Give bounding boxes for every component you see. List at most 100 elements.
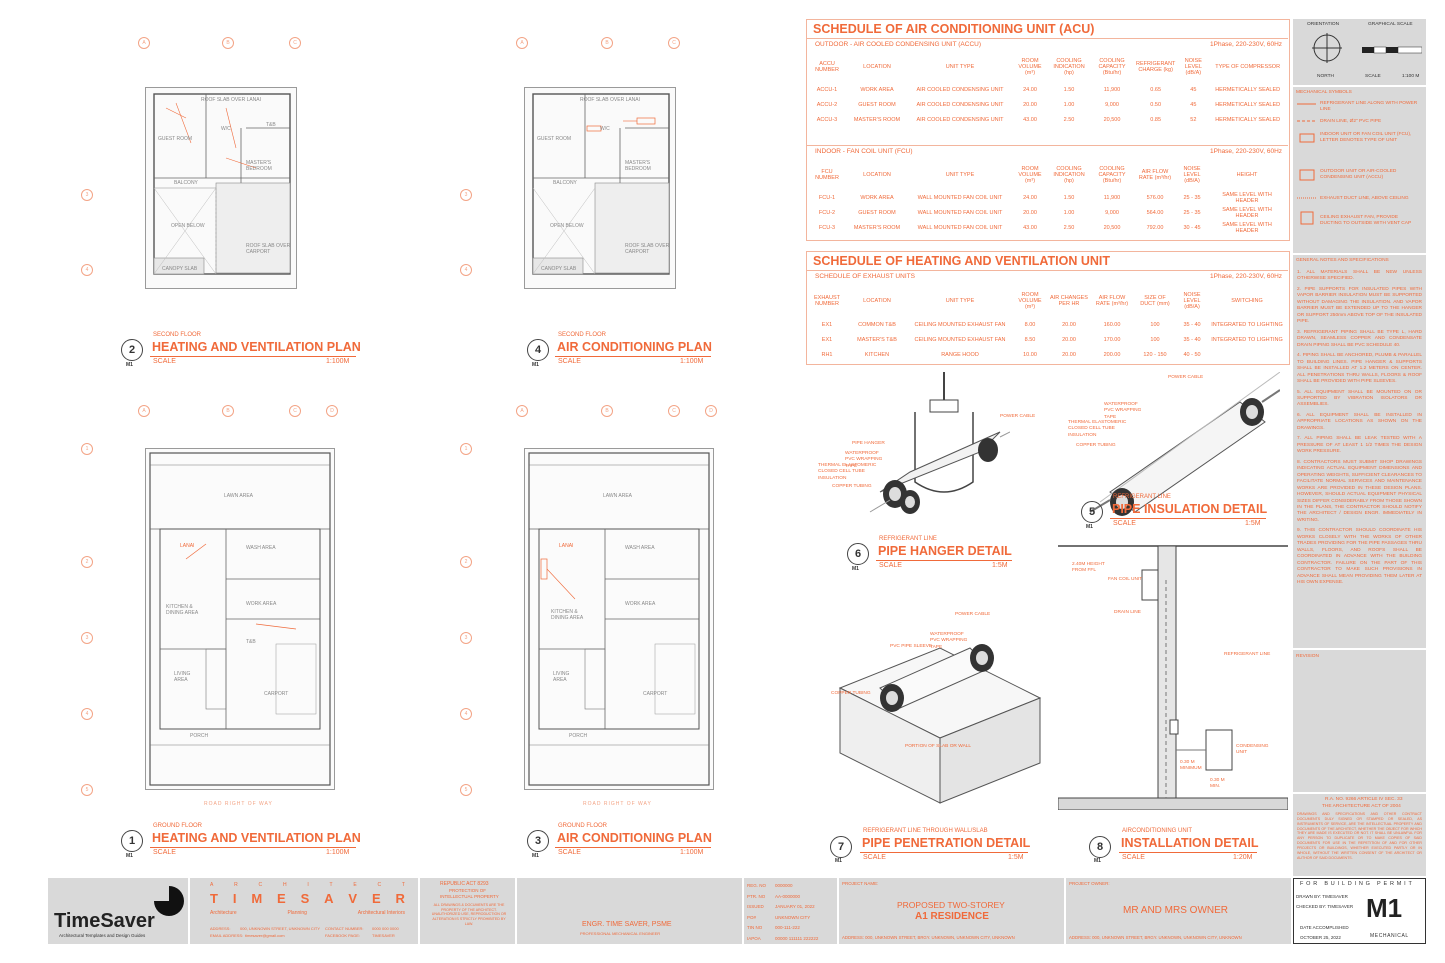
room-label: CANOPY SLAB [541,266,577,272]
cell: 200.00 [1103,351,1121,358]
cell: WALL MOUNTED FAN COIL UNIT [917,194,1003,201]
drawn-by: DRAWN BY: TIMESAVER [1296,894,1348,899]
letter: E [371,891,381,906]
logo-mark-icon [154,886,184,916]
cell: GUEST ROOM [858,209,896,216]
cell: 160.00 [1103,321,1121,328]
letter: R [234,882,238,888]
cell: 170.00 [1103,336,1121,343]
discipline: Planning [287,910,307,916]
discipline: Architecture [210,910,237,916]
grid-bubble: D [326,405,338,417]
note-item: 1. ALL MATERIALS SHALL BE NEW UNLESS OTH… [1297,270,1422,282]
cell: 9,000 [1105,101,1119,108]
room-label: WASH AREA [625,545,655,551]
sheet-ref: M1 [1094,858,1101,864]
grid-bubble: 2 [81,556,93,568]
cell: AIR COOLED CONDENSING UNIT [916,116,1004,123]
grid-bubble: 4 [460,264,472,276]
sheet-ref: M1 [835,858,842,864]
cell: 20,500 [1103,224,1121,231]
cell: 20.00 [1023,101,1037,108]
callout: PIPE HANGER [852,441,885,446]
cell: 52 [1190,116,1197,123]
col-header: NOISE LEVEL (dB/A) [1184,58,1202,76]
owner-cell [1066,878,1291,944]
drawing-title: HEATING AND VENTILATION PLAN [152,831,361,845]
cell: 24.00 [1023,86,1037,93]
cell: 20.00 [1062,351,1076,358]
scale-value: 1:5M [1008,854,1024,861]
drawing-subtitle: AIRCONDITIONING UNIT [1122,828,1192,834]
letter: V [348,891,358,906]
room-label: LANAI [559,543,574,549]
cell: 8.00 [1024,321,1036,328]
scale-label: SCALE [153,358,176,365]
col-header: FCU NUMBER [815,169,839,181]
callout: 0.30 M MIN. [1210,778,1225,790]
letter: R [395,891,405,906]
room-label: KITCHEN & DINING AREA [551,609,584,621]
cell: 0.65 [1150,86,1162,93]
cell: 10.00 [1023,351,1037,358]
revision-panel [1293,650,1426,792]
letter: A [324,891,334,906]
cell: COMMON T&B [858,321,896,328]
drawing-title: AIR CONDITIONING PLAN [557,831,712,845]
room-label: GUEST ROOM [537,136,572,142]
indoor-power: 1Phase, 220-230V, 60Hz [1210,148,1283,155]
floor-plan-drawing [146,449,334,789]
scale-label: SCALE [153,849,176,856]
cell: 1.00 [1063,209,1075,216]
letter: E [353,882,357,888]
graphic-scale-bar [1362,46,1422,54]
cell: INTEGRATED TO LIGHTING [1211,321,1283,328]
letter: T [329,882,333,888]
scale-label: SCALE [879,562,902,569]
col-header: UNIT TYPE [945,64,975,70]
col-header: UNIT TYPE [945,172,975,178]
exhaust-label: SCHEDULE OF EXHAUST UNITS [815,273,915,280]
hvu-schedule-title: SCHEDULE OF HEATING AND VENTILATION UNIT [813,254,1110,268]
engineer-role: PROFESSIONAL MECHANICAL ENGINEER [580,931,661,936]
room-label: CARPORT [643,691,668,697]
col-header: SWITCHING [1231,298,1263,304]
exhaust-table: EXHAUST NUMBER LOCATION UNIT TYPE ROOM V… [808,285,1286,362]
scale-value: 1:100 M [1402,74,1420,79]
room-label: WORK AREA [246,601,277,607]
grid-bubble: 3 [460,189,472,201]
drawing-number: 4 [527,339,549,361]
indoor-label: INDOOR - FAN COIL UNIT (FCU) [815,148,913,155]
reg-value: 000-111-222 [775,925,800,930]
callout: CONDENSING UNIT [1236,744,1269,756]
ra-header: REPUBLIC ACT 8293 [440,881,489,887]
republic-act-cell [420,878,515,944]
col-header: AIR CHANGES PER HR [1050,295,1088,307]
symbol-item: OUTDOOR UNIT OR AIR-COOLED CONDENSING UN… [1320,169,1397,181]
room-label: MASTER'S BEDROOM [246,160,272,172]
cell: HERMETICALLY SEALED [1215,101,1281,108]
plan-ground-floor-heating: LAWN AREA LANAI WASH AREA KITCHEN & DINI… [145,448,335,807]
room-label: ROOF SLAB OVER CARPORT [625,243,670,255]
room-label: ROOF SLAB OVER CARPORT [246,243,291,255]
cell: CEILING MOUNTED EXHAUST FAN [914,336,1006,343]
cell: MASTER'S ROOM [853,224,901,231]
cell: 20.00 [1062,321,1076,328]
symbols-panel [1293,87,1426,253]
drawing-number: 5 [1081,501,1103,523]
col-header: NOISE LEVEL (dB/A) [1183,292,1201,310]
grid-bubble: 4 [460,708,472,720]
cell: ACCU-2 [816,101,838,108]
pipe-section [883,438,998,514]
architect-letters: A R C H I T E C T [210,882,405,888]
cell: 25 - 35 [1183,194,1201,201]
cell: 20.00 [1062,336,1076,343]
drawing-title: PIPE INSULATION DETAIL [1112,502,1268,516]
exhaust-power: 1Phase, 220-230V, 60Hz [1210,273,1283,280]
cell: 120 - 150 [1143,351,1167,358]
notes-panel [1293,255,1426,648]
cell: MASTER'S ROOM [853,116,901,123]
